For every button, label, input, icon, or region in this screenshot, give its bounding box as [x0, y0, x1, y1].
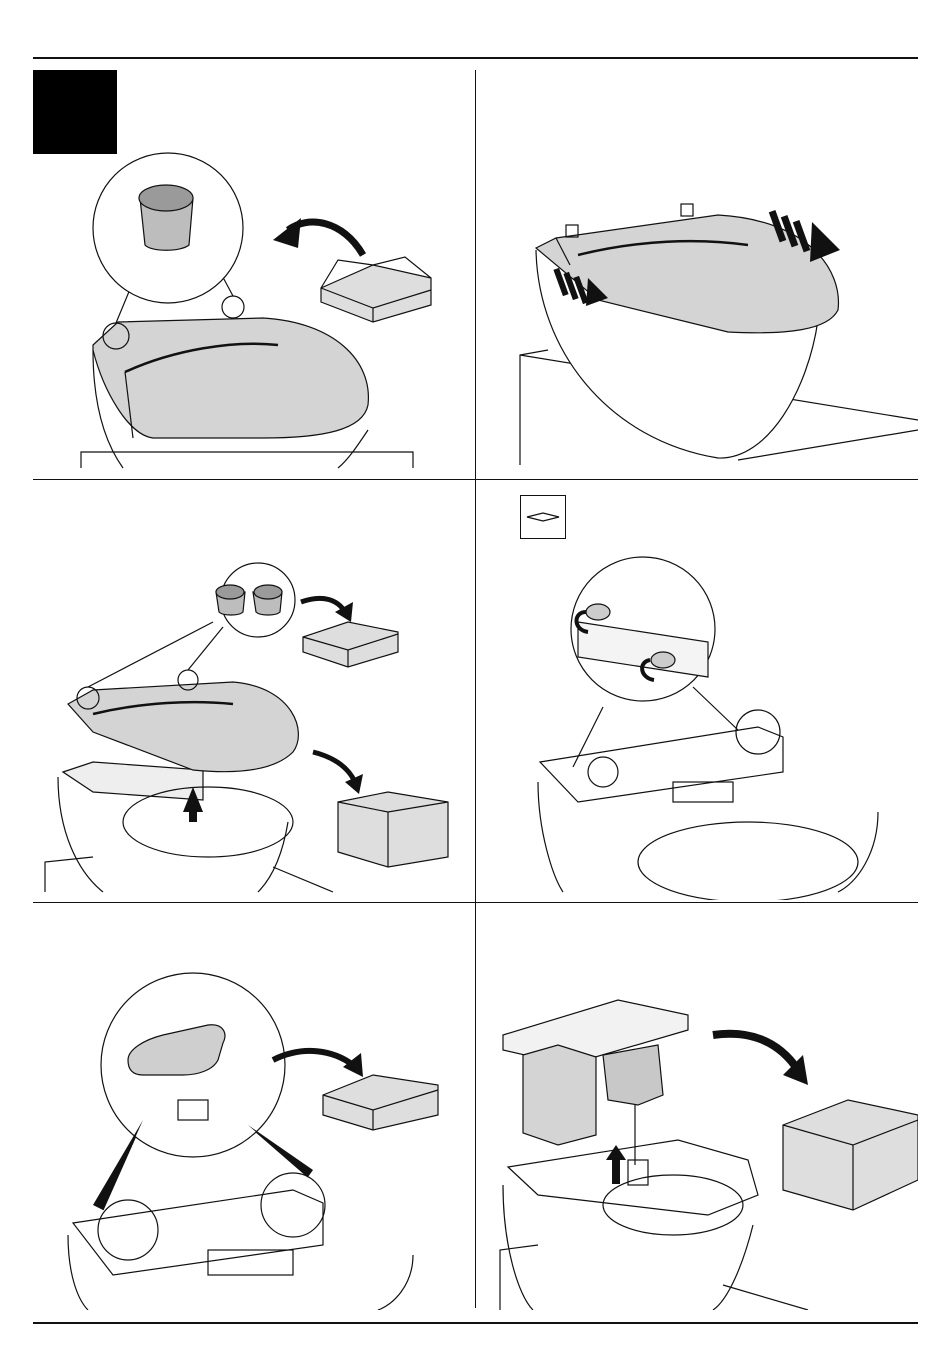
remove-cap-to-box-icon — [33, 60, 473, 475]
lift-unit-to-box-icon — [478, 905, 918, 1310]
remove-bracket-to-box-icon — [33, 905, 473, 1310]
unscrew-fixing-icon — [478, 482, 918, 900]
panel-4-unscrew — [478, 482, 918, 900]
panel-3-lift-seat — [33, 482, 473, 900]
bottom-rule — [33, 1322, 918, 1324]
panel-1-remove-caps — [33, 60, 473, 475]
lift-seat-to-box-icon — [33, 482, 473, 900]
top-rule — [33, 57, 918, 59]
panel-5-remove-bracket — [33, 905, 473, 1310]
panel-2-slide-seat — [478, 60, 918, 475]
panel-6-lift-unit — [478, 905, 918, 1310]
column-divider — [475, 70, 476, 1308]
slide-seat-forward-icon — [478, 60, 918, 475]
